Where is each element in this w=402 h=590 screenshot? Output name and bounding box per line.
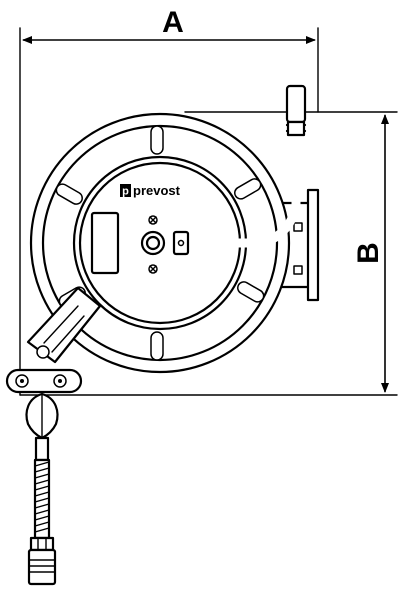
coupler-nut — [29, 536, 55, 552]
screw-icon — [148, 264, 158, 274]
screw-icon — [148, 215, 158, 225]
hose — [140, 84, 307, 256]
guide-arm — [5, 286, 102, 394]
hub-swivel — [140, 230, 166, 256]
dimension-b-label: B — [352, 242, 385, 264]
brand-name: prevost — [133, 183, 181, 198]
brand-logo: p prevost — [120, 183, 181, 198]
label-plate — [90, 211, 120, 275]
hanging-hose — [25, 392, 59, 586]
quick-coupler — [27, 548, 57, 586]
dimension-a: A — [19, 6, 319, 396]
hose-top-fitting — [285, 84, 307, 124]
dimension-a-label: A — [162, 6, 184, 39]
brand-logo-letter: p — [122, 186, 129, 198]
